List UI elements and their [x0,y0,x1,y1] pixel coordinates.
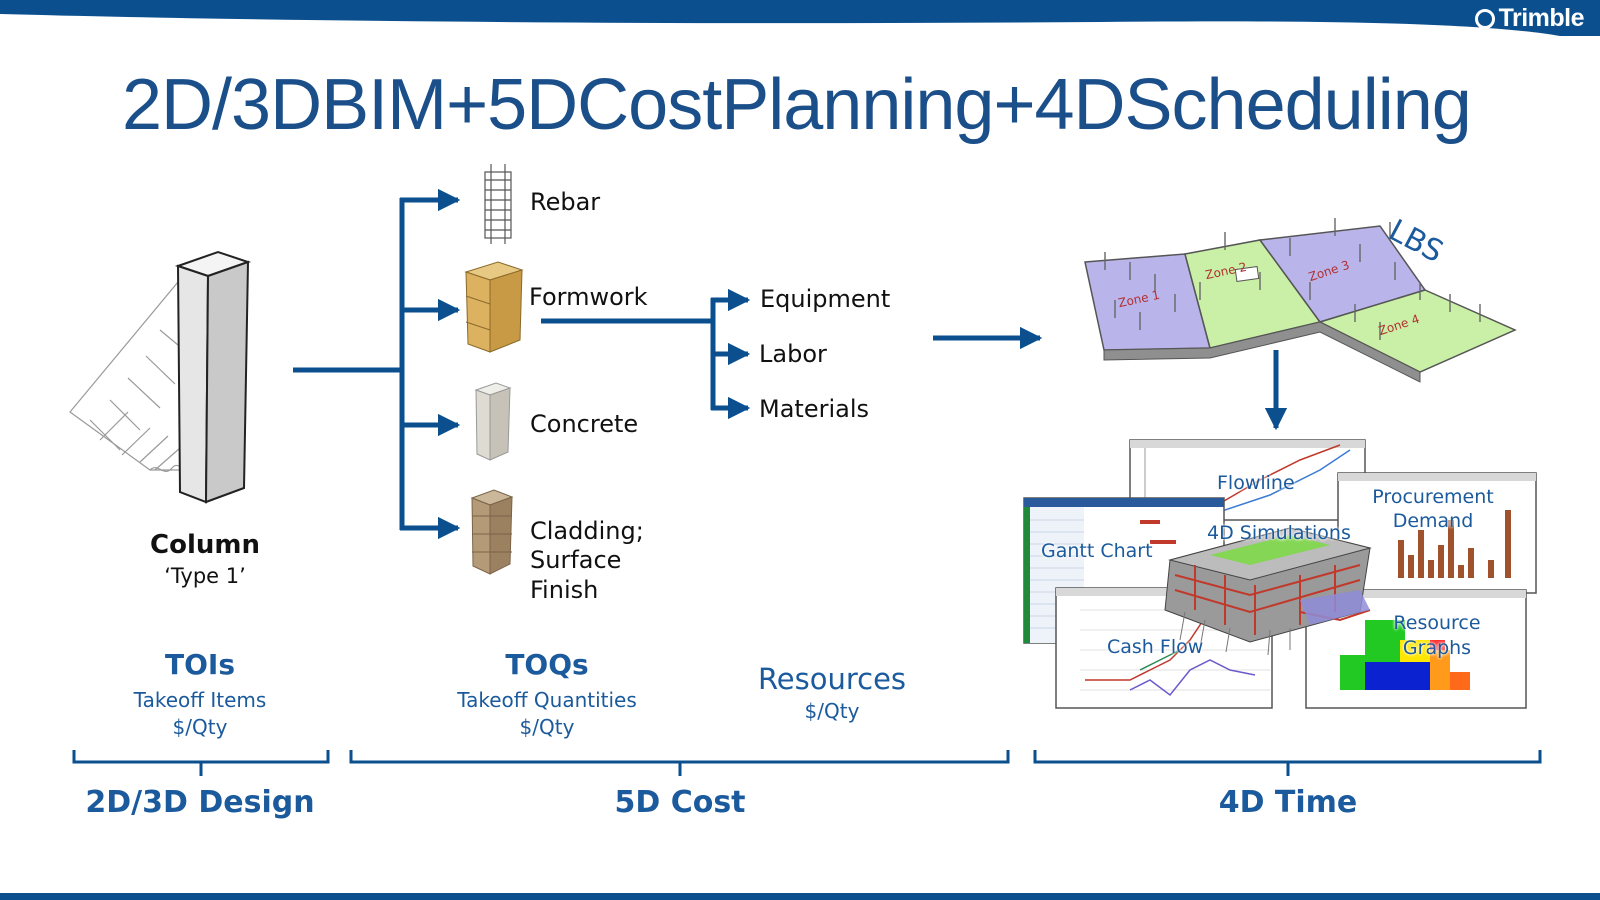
schedule-arrows [933,326,1288,431]
procurement-demand-screen [1337,472,1537,594]
globe-icon [1474,8,1495,29]
rebar-icon [484,164,512,244]
item-cladding: Cladding; [530,517,644,545]
resource-branch-arrows [541,288,751,420]
toqs-unit: $/Qty [519,715,575,739]
resources-heading: Resources [757,662,907,696]
footer-bar [0,893,1600,900]
procurement-label: Procurement [1372,486,1494,508]
cost-brace [349,750,1010,776]
phase-time-label: 4D Time [1218,785,1358,820]
cladding-icon [470,489,514,575]
resource-equipment: Equipment [760,285,891,313]
resource-label: Resource [1393,612,1481,634]
resources-unit: $/Qty [804,699,860,723]
concrete-icon [474,382,512,461]
resource-graphs-screen [1305,589,1527,709]
tois-heading: TOIs [165,648,235,681]
phase-design-label: 2D/3D Design [85,785,315,820]
column-name: Column [150,530,260,560]
column-branch-arrows [293,188,461,540]
graphs-label: Graphs [1402,637,1472,659]
phase-cost-label: 5D Cost [614,785,746,820]
item-rebar: Rebar [530,188,601,216]
flowline-label: Flowline [1217,472,1295,494]
lbs-slab-model [1084,218,1517,383]
design-brace [72,750,330,776]
resource-labor: Labor [759,340,827,368]
column-type: ‘Type 1’ [164,564,246,588]
demand-label: Demand [1392,510,1474,532]
cash-flow-screen [1055,587,1273,709]
trimble-logo: Trimble [1474,4,1585,33]
page-title: 2D/3DBIM+5DCostPlanning+4DScheduling [122,65,1472,145]
item-formwork: Formwork [529,283,648,311]
logo-text: Trimble [1498,4,1585,32]
cash-flow-label: Cash Flow [1107,636,1204,658]
item-finish: Finish [530,576,599,604]
toqs-heading: TOQs [505,648,589,681]
column-model [174,250,252,504]
time-brace [1033,750,1542,776]
item-concrete: Concrete [530,410,639,438]
formwork-icon [464,261,524,353]
header-bar [0,0,1600,36]
item-surface: Surface [530,546,622,574]
schedule-screenshots [1023,439,1537,709]
4d-simulations-label: 4D Simulations [1207,522,1351,544]
tois-unit: $/Qty [172,715,228,739]
4d-simulation-model [1164,527,1372,656]
toqs-subtitle: Takeoff Quantities [457,688,637,712]
tois-subtitle: Takeoff Items [133,688,267,712]
gantt-chart-label: Gantt Chart [1041,540,1153,562]
resource-materials: Materials [759,395,870,423]
phase-braces [72,750,1542,776]
